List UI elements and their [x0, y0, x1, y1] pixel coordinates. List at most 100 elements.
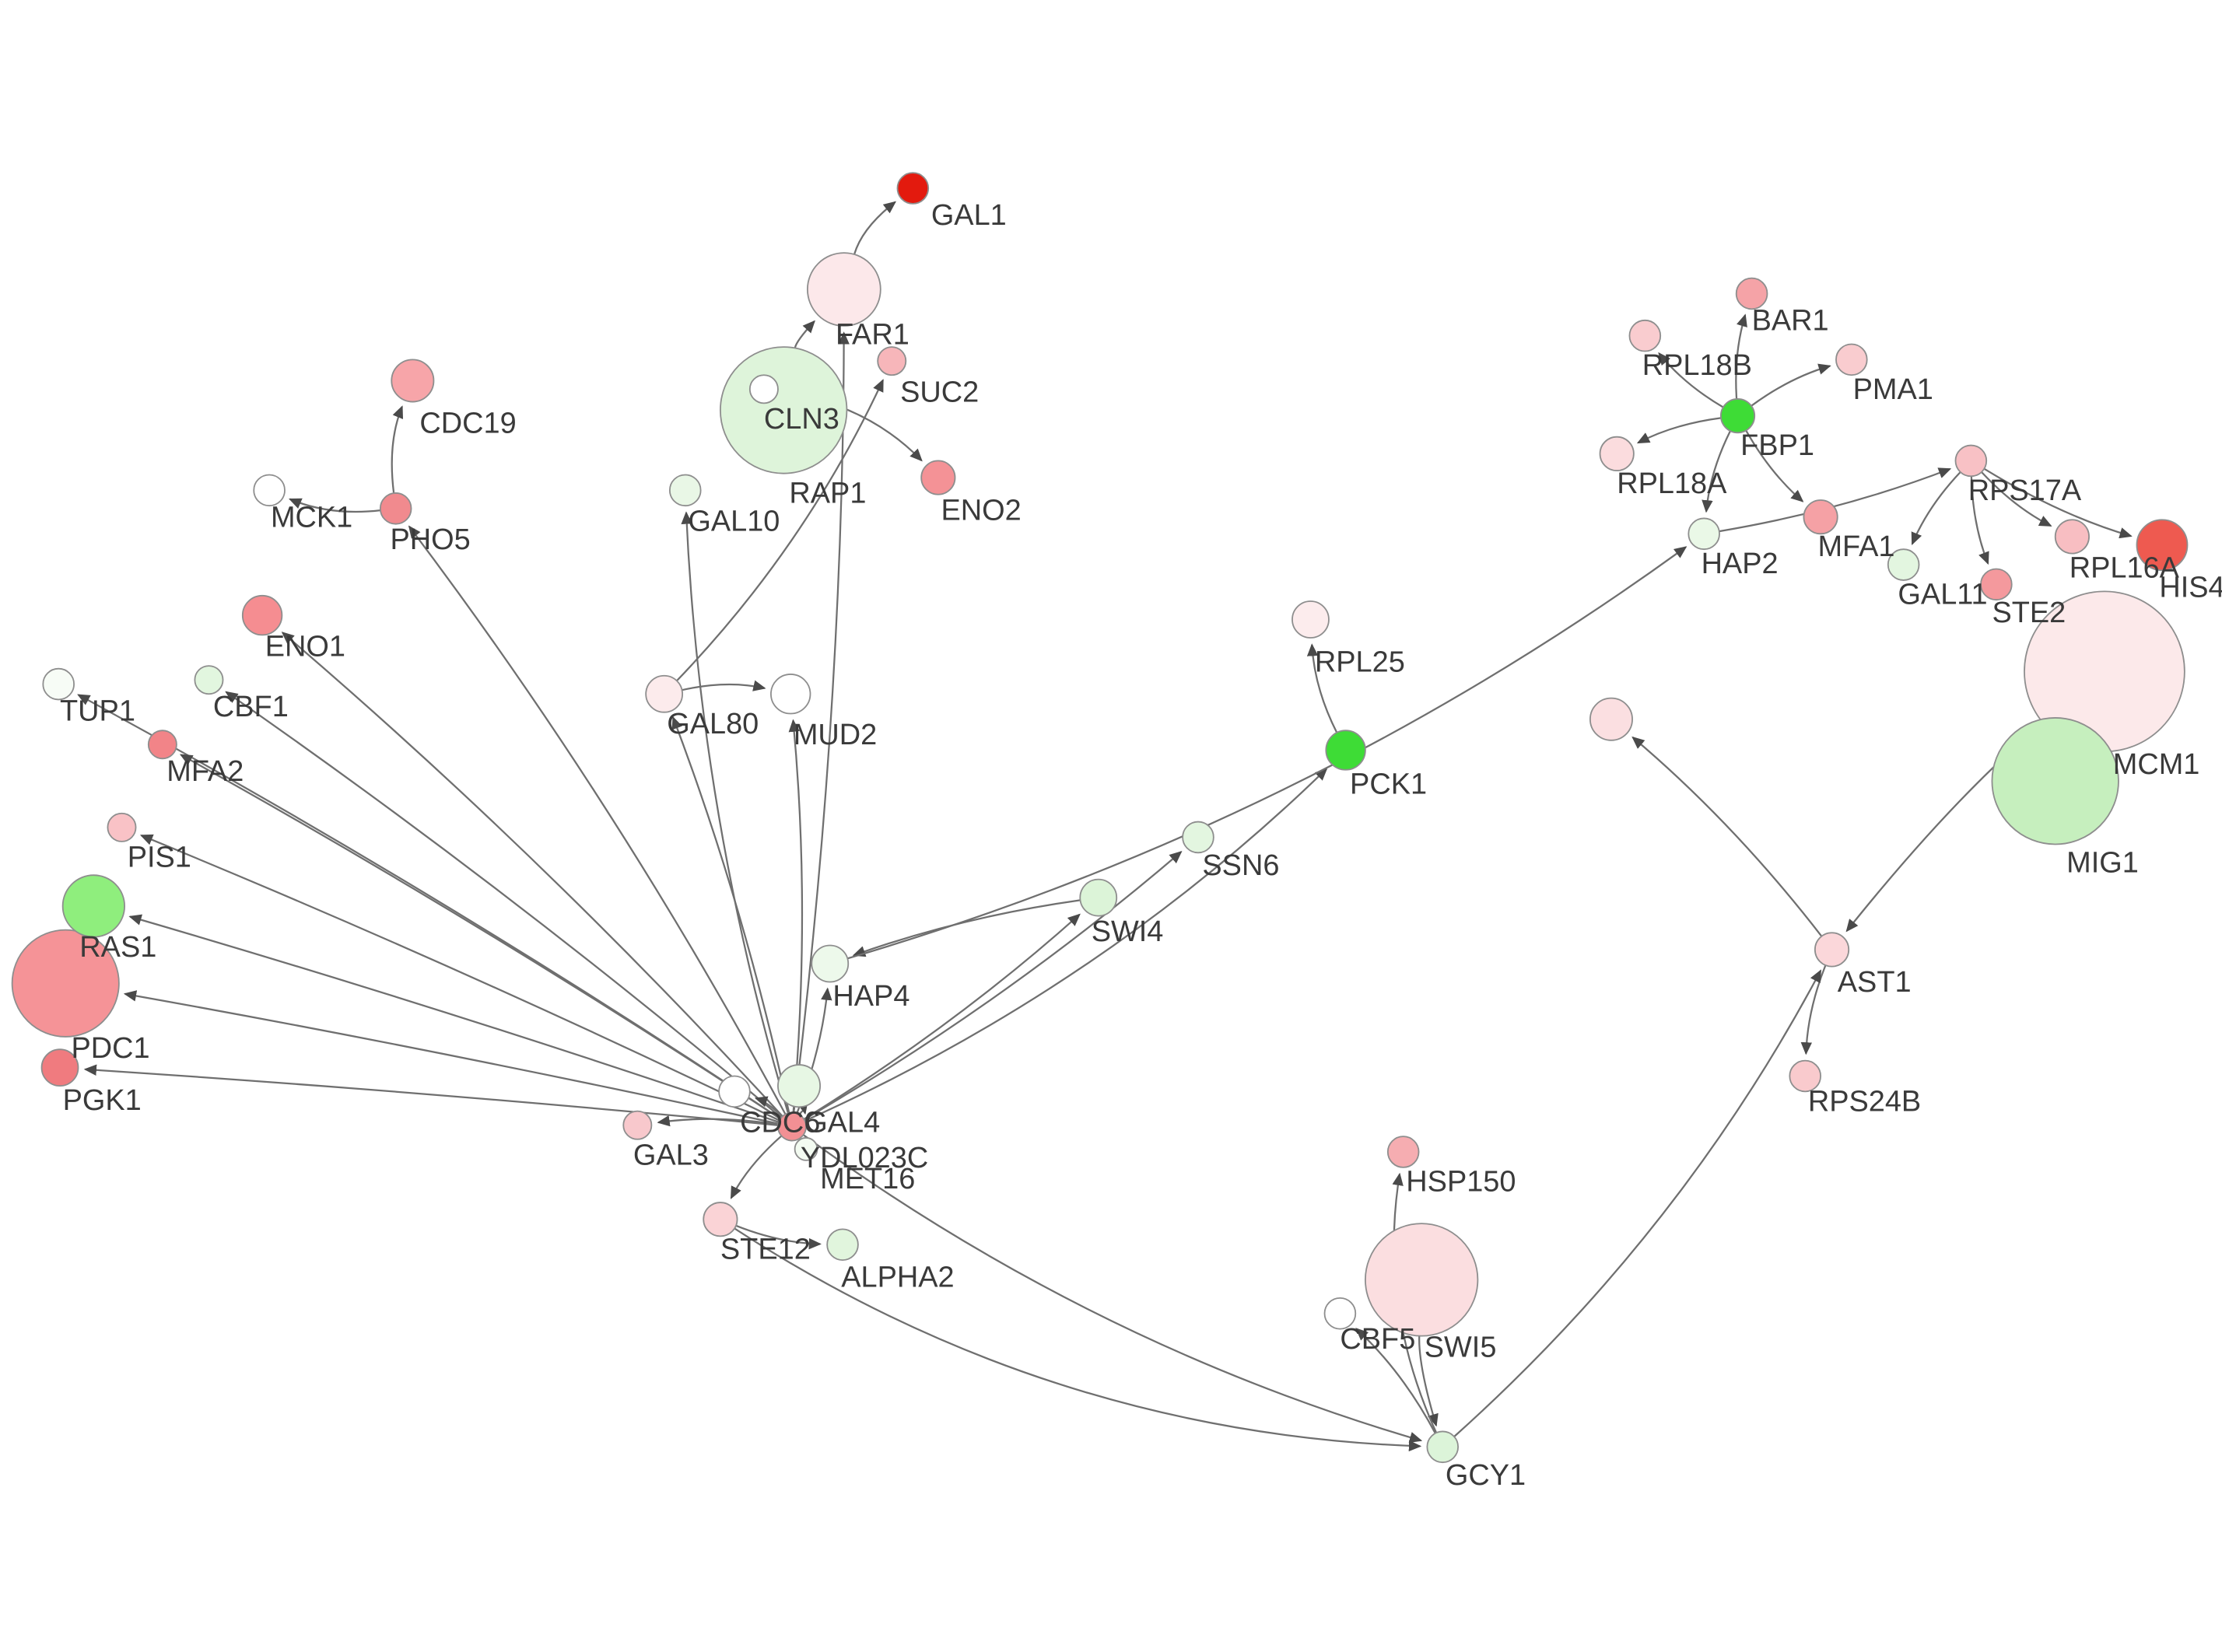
edge-fbp1-mfa1[interactable] [1745, 429, 1804, 502]
node-gal10[interactable] [668, 474, 702, 507]
node-fbp1[interactable] [1719, 398, 1756, 434]
edge-hap4-hap2[interactable] [847, 546, 1688, 960]
node-hap4[interactable] [811, 944, 850, 983]
label-gal11: GAL11 [1898, 579, 1987, 611]
edge-gal4-gal3[interactable] [657, 1115, 779, 1127]
node-ydl023c[interactable] [777, 1064, 822, 1108]
edge-hap2-rps17a[interactable] [1719, 467, 1952, 533]
node-mig1[interactable] [1991, 717, 2119, 845]
node-gal11[interactable] [1887, 548, 1920, 581]
edge-swi5-gcy1[interactable] [1418, 1335, 1439, 1427]
node-cln3[interactable] [719, 346, 848, 474]
node-pis1[interactable] [107, 812, 137, 842]
edge-gal4-mud2[interactable] [788, 719, 804, 1113]
node-swi5[interactable] [1365, 1223, 1479, 1337]
edge-fbp1-bar1[interactable] [1735, 313, 1747, 400]
node-eno2[interactable] [920, 460, 956, 495]
edge-rps17a-gal11[interactable] [1911, 471, 1961, 545]
node-ast1[interactable] [1814, 932, 1850, 968]
node-ras1[interactable] [61, 874, 126, 938]
edge-gal4-gal10[interactable] [681, 511, 790, 1114]
node-ste2[interactable] [1980, 568, 2013, 601]
node-met16[interactable] [794, 1137, 818, 1161]
node-cbf1[interactable] [194, 665, 224, 695]
node-hap2[interactable] [1688, 517, 1720, 551]
edge-ast1-rps24b[interactable] [1800, 964, 1827, 1055]
edge-rps17a-his4[interactable] [1983, 467, 2133, 539]
node-mfa2[interactable] [147, 730, 177, 760]
node-gal4[interactable] [777, 1111, 807, 1142]
node-gal80[interactable] [645, 674, 684, 713]
node-rps24b[interactable] [1789, 1059, 1821, 1093]
edge-gcy1-ast1[interactable] [1453, 969, 1822, 1437]
node-rpl16a[interactable] [2054, 519, 2090, 555]
edge-gcy1-cbf5[interactable] [1355, 1328, 1436, 1434]
node-eno1[interactable] [241, 594, 283, 636]
node-unnamed[interactable] [1589, 697, 1633, 741]
node-cdc19[interactable] [391, 359, 435, 403]
edge-gal4-swi4[interactable] [803, 913, 1081, 1120]
edge-gal4-cbf1[interactable] [225, 691, 782, 1118]
edge-gal4-pho5[interactable] [408, 525, 787, 1115]
node-rap1[interactable] [748, 374, 779, 404]
node-gal3[interactable] [622, 1110, 653, 1140]
node-mfa1[interactable] [1803, 499, 1838, 535]
edge-pho5-cdc19[interactable] [391, 405, 404, 494]
edge-gal80-suc2[interactable] [676, 379, 884, 682]
node-rpl18a[interactable] [1599, 436, 1635, 471]
edge-gal4-far1[interactable] [793, 331, 850, 1113]
edge-gal4-mfa2[interactable] [179, 754, 781, 1120]
node-pck1[interactable] [1325, 730, 1366, 771]
node-suc2[interactable] [877, 346, 907, 376]
node-alpha2[interactable] [826, 1228, 859, 1261]
node-mck1[interactable] [253, 474, 286, 507]
edge-ast1-unnamed[interactable] [1631, 736, 1823, 937]
edge-gal4-pgk1[interactable] [83, 1064, 779, 1126]
node-his4[interactable] [2136, 519, 2189, 572]
node-pho5[interactable] [379, 492, 412, 525]
node-tup1[interactable] [42, 667, 75, 701]
node-hsp150[interactable] [1386, 1136, 1420, 1168]
node-pma1[interactable] [1835, 343, 1868, 376]
node-ssn6[interactable] [1182, 821, 1214, 854]
edge-gal4-pck1[interactable] [804, 768, 1328, 1122]
edge-fbp1-rpl18b[interactable] [1658, 352, 1724, 408]
edge-gal4-ydl023c[interactable] [797, 1101, 808, 1115]
node-bar1[interactable] [1735, 277, 1768, 310]
node-rps17a[interactable] [1954, 444, 1988, 478]
node-gal1[interactable] [896, 172, 930, 205]
edge-gal4-pis1[interactable] [139, 834, 780, 1122]
edge-gal4-eno1[interactable] [281, 632, 783, 1117]
edge-gal4-cdc6[interactable] [754, 1096, 783, 1118]
edge-gal4-ssn6[interactable] [803, 851, 1183, 1121]
edge-far1-gal1[interactable] [853, 201, 897, 255]
edge-gal4-gcy1[interactable] [802, 1134, 1423, 1444]
edge-gal80-mud2[interactable] [682, 680, 766, 691]
edge-gal4-pdc1[interactable] [123, 990, 779, 1125]
edge-pho5-mck1[interactable] [289, 498, 381, 513]
node-gcy1[interactable] [1426, 1430, 1460, 1464]
node-mud2[interactable] [770, 674, 811, 715]
node-rpl18b[interactable] [1628, 319, 1662, 352]
edge-fbp1-hap2[interactable] [1702, 430, 1731, 513]
node-swi4[interactable] [1079, 878, 1118, 917]
edge-cln3-far1[interactable] [794, 320, 815, 348]
edge-fbp1-rpl18a[interactable] [1636, 417, 1722, 444]
edge-gal4-ste12[interactable] [730, 1135, 783, 1199]
edge-gal4-ras1[interactable] [128, 914, 780, 1123]
node-cdc6[interactable] [718, 1075, 751, 1108]
label-alpha2: ALPHA2 [841, 1261, 954, 1293]
node-far1[interactable] [806, 252, 881, 327]
edge-rps17a-rpl16a[interactable] [1981, 471, 2052, 527]
node-pgk1[interactable] [40, 1048, 79, 1087]
node-cbf5[interactable] [1323, 1297, 1357, 1330]
edge-fbp1-pma1[interactable] [1751, 363, 1831, 407]
edge-ste12-alpha2[interactable] [735, 1224, 822, 1250]
node-ste12[interactable] [703, 1202, 738, 1237]
edge-pck1-rpl25[interactable] [1306, 643, 1338, 733]
edge-ste12-gcy1[interactable] [734, 1227, 1422, 1452]
node-rpl25[interactable] [1291, 600, 1330, 639]
node-pdc1[interactable] [11, 929, 120, 1038]
edge-rps17a-ste2[interactable] [1970, 476, 1989, 565]
